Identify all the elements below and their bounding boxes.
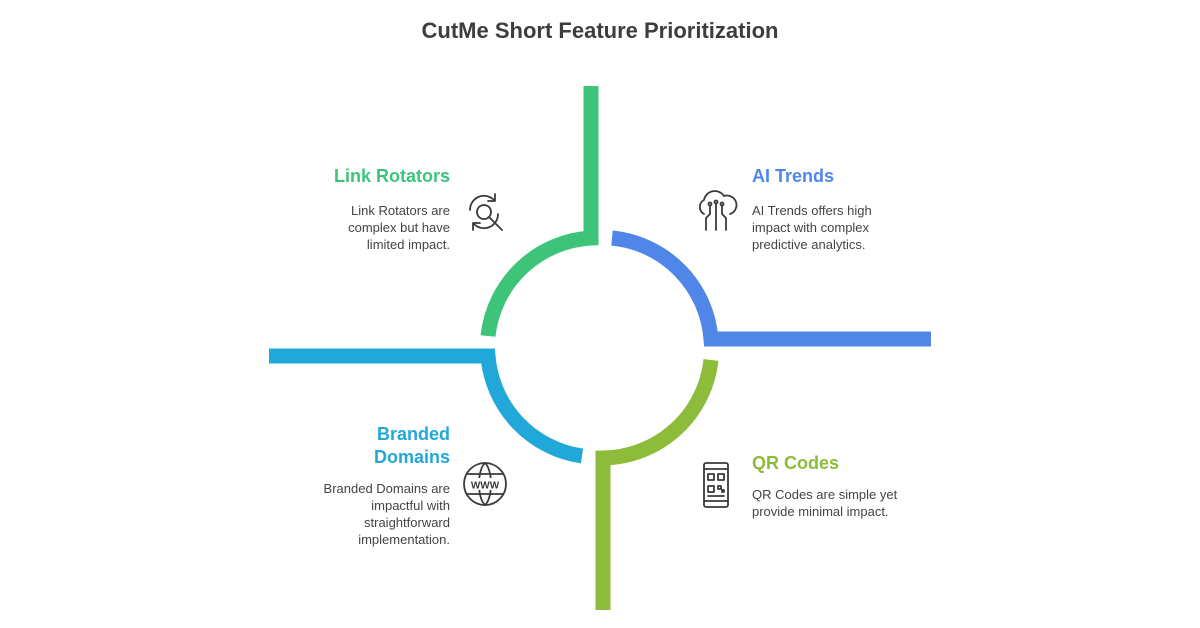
link-rotators-heading: Link Rotators bbox=[333, 166, 450, 186]
qr-codes-description: QR Codes are simple yet provide minimal … bbox=[752, 487, 898, 519]
qr-phone-icon bbox=[692, 460, 740, 508]
ai-trends-description: AI Trends offers high impact with comple… bbox=[752, 203, 872, 252]
refresh-search-icon bbox=[460, 188, 508, 236]
cloud-circuit-icon bbox=[692, 186, 740, 234]
branded-domains-description: Branded Domains are impactful with strai… bbox=[323, 481, 450, 547]
www-globe-icon: WWW bbox=[461, 460, 509, 508]
ai-trends-heading: AI Trends bbox=[752, 166, 835, 186]
page-title: CutMe Short Feature Prioritization bbox=[421, 18, 779, 43]
qr-codes-heading: QR Codes bbox=[752, 453, 840, 473]
segment-green bbox=[480, 86, 599, 337]
segment-blue bbox=[611, 230, 931, 347]
svg-text:WWW: WWW bbox=[471, 481, 500, 492]
link-rotators-description: Link Rotators are complex but have limit… bbox=[348, 203, 450, 252]
segment-cyan bbox=[269, 348, 584, 464]
branded-domains-heading: Branded Domains bbox=[373, 424, 450, 467]
segment-olive bbox=[595, 359, 719, 610]
